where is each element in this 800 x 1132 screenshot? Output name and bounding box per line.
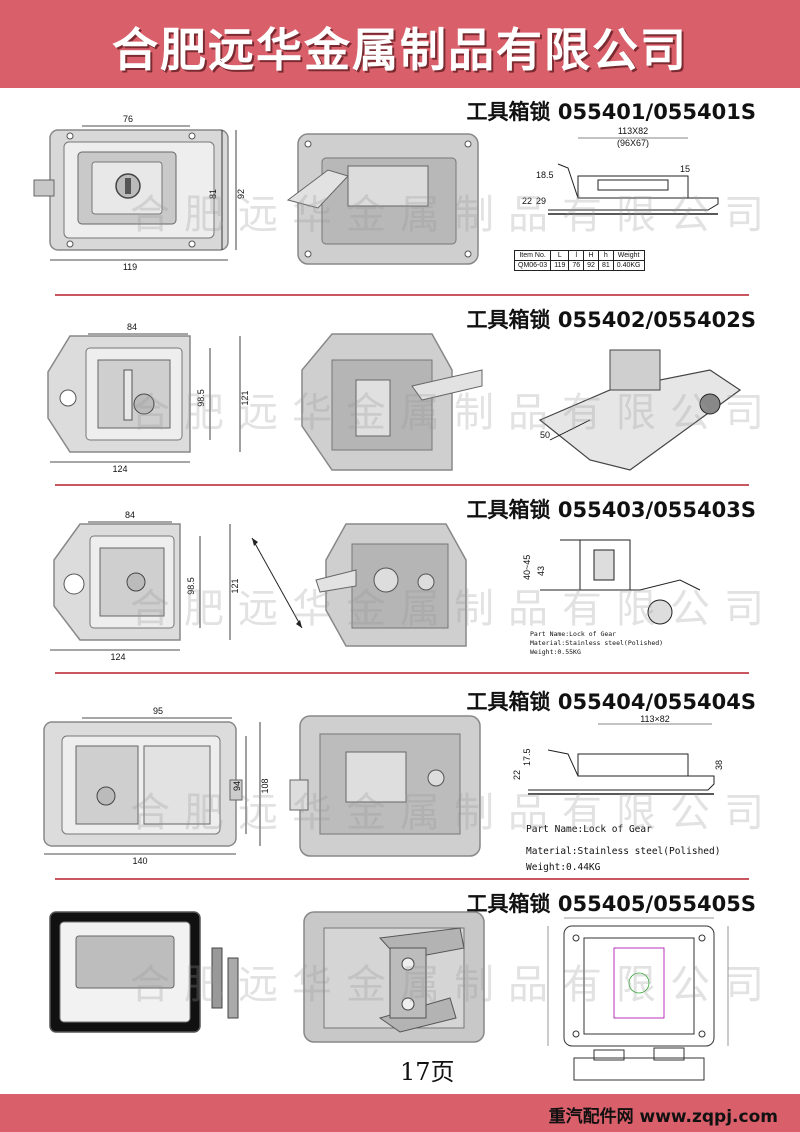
drawing-dim-3: 17.5 [522,748,532,766]
product-front-photo [49,911,239,1033]
product-front-photo: 84 124 98.5 121 [50,510,240,662]
dim-width-bottom: 140 [132,856,147,866]
section-divider [55,878,749,880]
dim-width-top: 84 [127,322,137,332]
product-title: 工具箱锁 055402/055402S [466,308,756,332]
footer-site: 重汽配件网 www.zqpj.com [548,1107,778,1127]
dim-width-bottom: 124 [112,464,127,474]
drawing-dim-1: 113X82 [618,126,648,136]
product-section-2: 工具箱锁 055402/055402S 84 124 98.5 121 50 合… [0,300,800,484]
drawing-dim-1: 50 [540,430,550,440]
drawing-dim-2: 43 [536,566,546,576]
product-back-photo [303,911,485,1043]
drawing-dim-5: 22 [522,196,532,206]
product-title: 工具箱锁 055403/055403S [466,498,756,522]
product-section-3: 工具箱锁 055403/055403S 84 124 98.5 121 40~4… [0,490,800,672]
company-title: 合肥远华金属制品有限公司 [112,23,688,77]
spec-table-row: QM06-03 119 76 92 81 0.40KG [513,260,645,271]
product-front-photo: 84 124 98.5 121 [47,322,250,474]
technical-drawing: 40~45 43 [522,539,701,625]
product-back-photo [315,523,467,647]
dim-width-top: 84 [125,510,135,520]
dim-width-top: 95 [153,706,163,716]
drawing-dim-2: (96X67) [617,138,649,148]
product-back-photo [286,133,479,265]
dim-height-1: 98.5 [186,577,196,595]
section-divider [55,294,749,296]
drawing-dim-6: 29 [536,196,546,206]
technical-drawing: 50 [538,349,742,471]
dim-width-bottom: 124 [110,652,125,662]
drawing-dim-1: 113×82 [640,714,670,724]
dim-height-1: 81 [208,189,218,199]
header-banner: 合肥远华金属制品有限公司 [0,0,800,91]
product-back-photo [289,715,481,857]
spec-table: Item No. L l H h Weight QM06-03 119 76 9… [513,250,645,271]
drawing-dim-1: 40~45 [522,555,532,580]
product-section-4: 工具箱锁 055404/055404S 95 140 94 108 113×82… [0,682,800,873]
spec-table-header: Item No. L l H h Weight [513,250,645,261]
page-number: 17页 [400,1058,455,1086]
product-section-1: 工具箱锁 055401/055401S 76 119 81 92 [0,92,800,292]
dim-height-2: 121 [230,578,240,593]
dim-height-1: 98.5 [196,389,206,407]
product-title: 工具箱锁 055405/055405S [466,892,756,916]
technical-drawing: 113×82 22 17.5 38 [512,714,724,795]
spec-lines: Part Name:Lock of Gear Material:Stainles… [526,824,721,873]
dim-width-bottom: 119 [123,262,137,272]
technical-drawing [547,917,729,1081]
technical-drawing: 113X82 (96X67) 18.5 15 22 29 [522,126,719,215]
spec-lines: Part Name:Lock of Gear Material:Stainles… [530,630,664,656]
product-title: 工具箱锁 055404/055404S [466,690,756,714]
drawing-dim-4: 15 [680,164,690,174]
arrow-indicator [251,537,303,629]
drawing-dim-3: 18.5 [536,170,554,180]
product-title: 工具箱锁 055401/055401S [466,100,756,124]
product-front-photo: 76 119 81 92 [33,114,246,272]
product-front-photo: 95 140 94 108 [43,706,270,866]
drawing-dim-4: 38 [714,760,724,770]
section-divider [55,484,749,486]
product-back-photo [301,333,483,471]
dim-width-top: 76 [123,114,133,124]
footer-bar: 重汽配件网 www.zqpj.com [0,1094,800,1132]
section-divider [55,672,749,674]
dim-height-2: 108 [260,778,270,793]
drawing-dim-2: 22 [512,770,522,780]
dim-height-2: 121 [240,390,250,405]
dim-height-2: 92 [236,189,246,199]
dim-height-1: 94 [232,781,242,791]
